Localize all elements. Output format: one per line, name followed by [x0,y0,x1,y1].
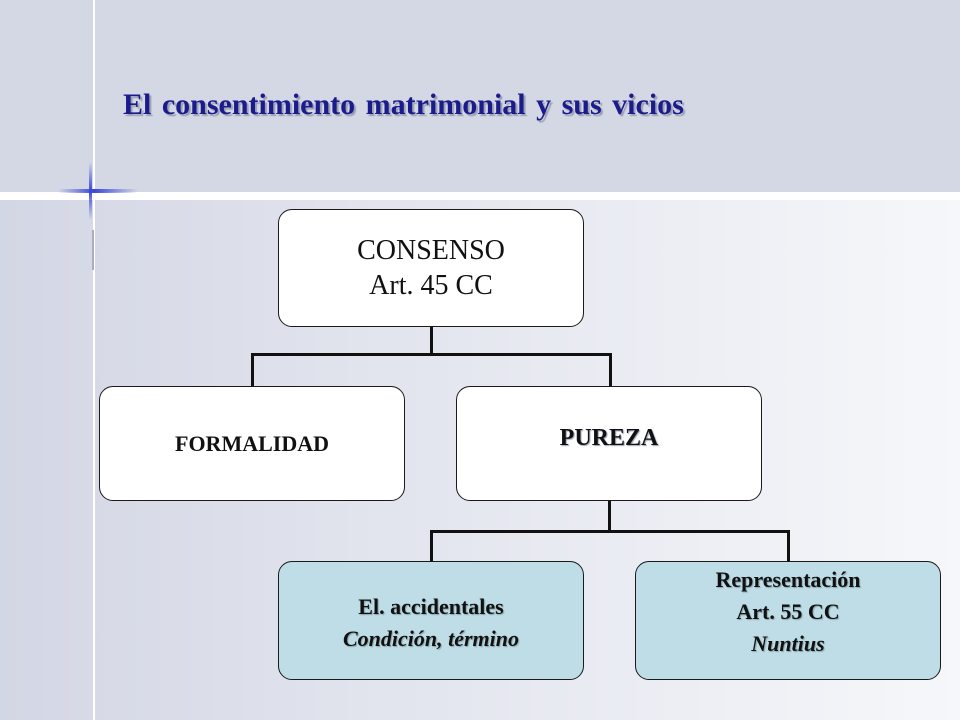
node-representacion: Representación Art. 55 CC Nuntius [635,561,941,680]
connector-level2-bar [430,530,790,533]
node-consenso-article: Art. 45 CC [369,270,493,301]
connector-to-pureza [609,353,612,386]
node-elementos-accidentales: El. accidentales Condición, término [278,561,584,680]
connector-level1-bar [251,353,612,356]
node-formalidad: FORMALIDAD [99,386,405,501]
node-consenso: CONSENSO Art. 45 CC [278,209,584,327]
connector-to-formalidad [251,353,254,386]
decorative-cross-horizontal [58,189,138,193]
decorative-grey-line [92,230,94,270]
node-pureza-label: PUREZA [559,425,659,451]
node-representacion-article: Art. 55 CC [736,598,840,624]
node-representacion-detail: Nuntius [751,630,825,656]
node-accidentales-detail: Condición, término [342,625,520,651]
node-consenso-label: CONSENSO [357,235,505,266]
connector-root-down [430,327,433,355]
node-formalidad-label: FORMALIDAD [175,430,329,456]
page-title: El consentimiento matrimonial y sus vici… [123,88,684,121]
node-representacion-label: Representación [715,567,861,592]
connector-pureza-down [608,501,611,532]
node-pureza: PUREZA [456,386,762,501]
connector-to-accidentales [430,530,433,561]
decorative-vertical-line [93,0,95,720]
header-band [0,0,960,192]
header-divider [0,192,960,200]
connector-to-representacion [787,530,790,561]
node-accidentales-label: El. accidentales [358,593,504,619]
